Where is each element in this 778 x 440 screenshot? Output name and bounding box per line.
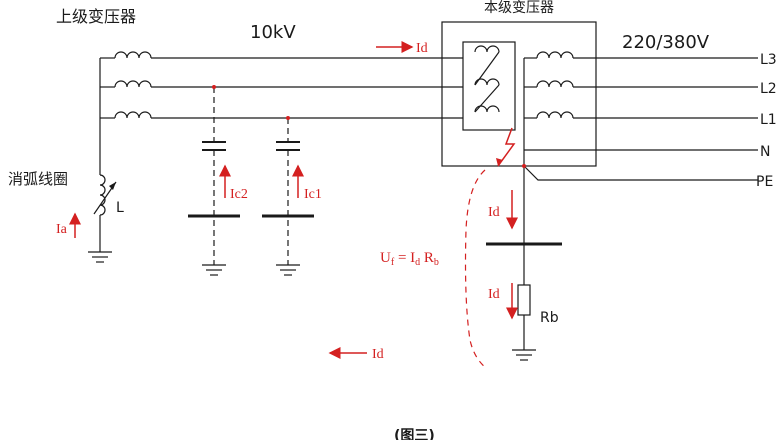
current-id-top: Id bbox=[416, 41, 428, 56]
fault-lightning-icon bbox=[497, 127, 516, 167]
current-ia: Ia bbox=[56, 222, 68, 237]
resistor-rb-label: Rb bbox=[540, 310, 559, 326]
lv-lines bbox=[486, 57, 758, 361]
voltage-10kv-label: 10kV bbox=[250, 22, 296, 43]
touch-voltage-dashed-curve bbox=[464, 169, 487, 369]
current-id-bottom: Id bbox=[372, 347, 384, 362]
arc-coil-label: 消弧线圈 bbox=[8, 170, 68, 188]
current-ic2: Ic2 bbox=[230, 187, 248, 202]
touch-voltage-equation: Uf = Id Rb bbox=[380, 250, 439, 268]
current-id-right-upper: Id bbox=[488, 205, 500, 220]
phase-l1-label: L1 bbox=[760, 112, 777, 128]
voltage-220-380-label: 220/380V bbox=[622, 32, 710, 53]
capacitor-branch-c1 bbox=[262, 118, 314, 276]
upper-transformer-label: 上级变压器 bbox=[56, 7, 136, 26]
tap-dot-c2 bbox=[212, 85, 216, 89]
pe-label: PE bbox=[756, 174, 773, 190]
current-id-right-lower: Id bbox=[488, 287, 500, 302]
figure-caption: (图三) bbox=[394, 428, 435, 440]
coil-l-label: L bbox=[116, 200, 124, 216]
capacitor-branch-c2 bbox=[188, 87, 240, 276]
upper-transformer-windings bbox=[99, 51, 152, 175]
coil-arrowhead bbox=[109, 182, 116, 190]
local-transformer-label: 本级变压器 bbox=[484, 0, 554, 16]
tap-dot-c1 bbox=[286, 116, 290, 120]
phase-l2-label: L2 bbox=[760, 81, 777, 97]
hv-phase-lines bbox=[151, 57, 463, 119]
phase-l3-label: L3 bbox=[760, 52, 777, 68]
current-arrows bbox=[69, 41, 518, 359]
local-transformer bbox=[441, 21, 597, 167]
current-ic1: Ic1 bbox=[304, 187, 322, 202]
neutral-label: N bbox=[760, 144, 770, 160]
neutral-node-dot bbox=[522, 164, 526, 168]
